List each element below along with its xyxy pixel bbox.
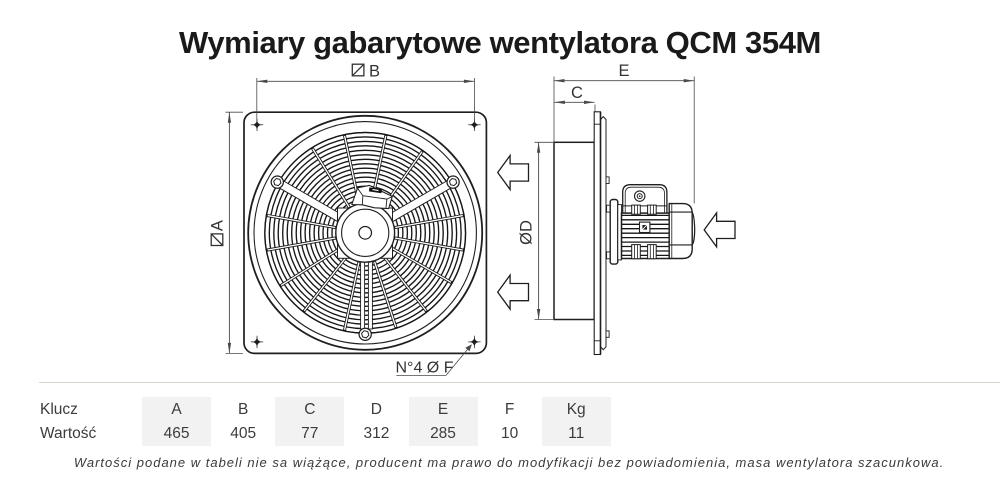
svg-text:E: E bbox=[619, 62, 630, 80]
svg-text:A: A bbox=[209, 220, 227, 231]
svg-text:C: C bbox=[571, 84, 583, 102]
svg-text:B: B bbox=[369, 62, 380, 80]
svg-text:N°4 Ø F: N°4 Ø F bbox=[396, 360, 454, 377]
svg-text:ØD: ØD bbox=[518, 220, 536, 245]
